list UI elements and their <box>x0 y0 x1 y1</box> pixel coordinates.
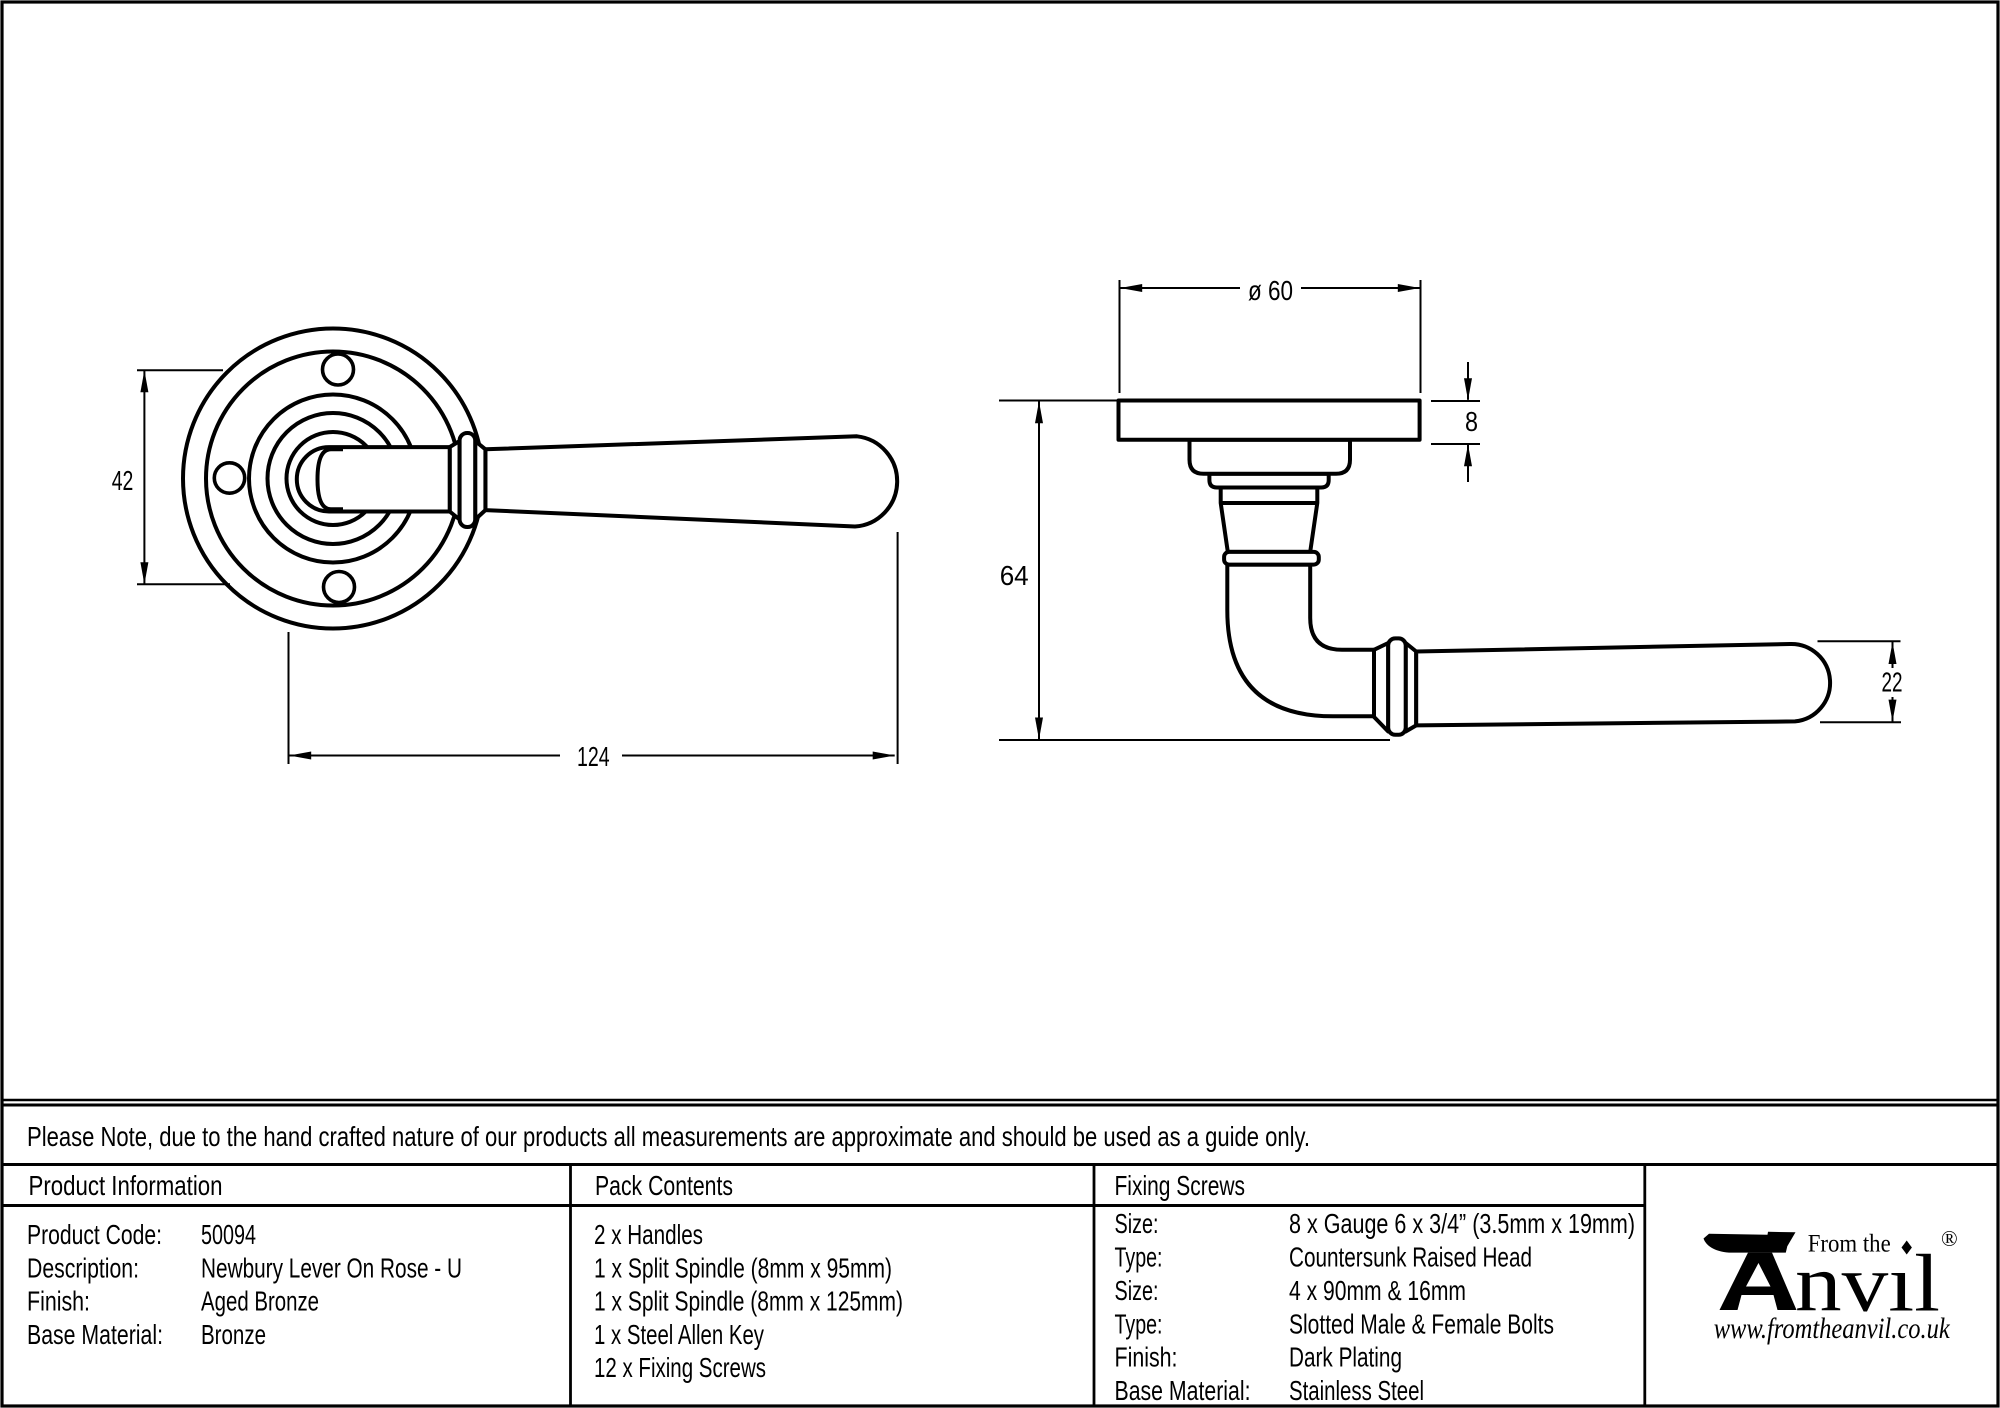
svg-text:8: 8 <box>1465 406 1478 437</box>
svg-text:Product Information: Product Information <box>29 1170 223 1201</box>
svg-text:Size:: Size: <box>1115 1208 1159 1239</box>
svg-text:Stainless Steel: Stainless Steel <box>1289 1375 1424 1406</box>
svg-text:Base Material:: Base Material: <box>1115 1375 1251 1406</box>
svg-text:Size:: Size: <box>1115 1275 1159 1306</box>
svg-text:Type:: Type: <box>1115 1242 1163 1273</box>
svg-text:Pack Contents: Pack Contents <box>595 1170 733 1201</box>
svg-text:Finish:: Finish: <box>1115 1342 1178 1373</box>
svg-text:Newbury Lever On Rose - U: Newbury Lever On Rose - U <box>201 1252 462 1283</box>
svg-text:Description:: Description: <box>27 1252 139 1283</box>
svg-text:Fixing Screws: Fixing Screws <box>1115 1170 1246 1201</box>
svg-text:Bronze: Bronze <box>201 1319 266 1350</box>
svg-text:®: ® <box>1941 1226 1958 1251</box>
svg-text:50094: 50094 <box>201 1219 256 1250</box>
svg-text:22: 22 <box>1882 667 1903 698</box>
svg-text:4 x 90mm & 16mm: 4 x 90mm & 16mm <box>1289 1275 1466 1306</box>
svg-text:ø 60: ø 60 <box>1248 275 1293 306</box>
svg-text:Finish:: Finish: <box>27 1286 90 1317</box>
svg-text:42: 42 <box>112 465 134 496</box>
svg-text:8 x Gauge 6 x 3/4” (3.5mm x 19: 8 x Gauge 6 x 3/4” (3.5mm x 19mm) <box>1289 1208 1635 1239</box>
svg-text:Type:: Type: <box>1115 1308 1163 1339</box>
svg-text:Base Material:: Base Material: <box>27 1319 163 1350</box>
svg-text:124: 124 <box>577 741 610 772</box>
svg-text:1 x Split Spindle (8mm x 125mm: 1 x Split Spindle (8mm x 125mm) <box>594 1286 903 1317</box>
svg-text:64: 64 <box>1000 560 1029 591</box>
svg-text:nvıl: nvıl <box>1795 1238 1940 1329</box>
svg-text:1 x Steel Allen Key: 1 x Steel Allen Key <box>594 1319 764 1350</box>
svg-text:Please Note, due to the hand c: Please Note, due to the hand crafted nat… <box>27 1121 1310 1152</box>
svg-text:12 x Fixing Screws: 12 x Fixing Screws <box>594 1352 766 1383</box>
svg-text:From the: From the <box>1808 1231 1891 1258</box>
svg-text:www.fromtheanvil.co.uk: www.fromtheanvil.co.uk <box>1714 1312 1951 1345</box>
svg-text:Product Code:: Product Code: <box>27 1219 162 1250</box>
svg-text:2 x Handles: 2 x Handles <box>594 1219 703 1250</box>
svg-text:Slotted Male & Female Bolts: Slotted Male & Female Bolts <box>1289 1308 1554 1339</box>
svg-text:Countersunk Raised Head: Countersunk Raised Head <box>1289 1242 1532 1273</box>
svg-text:Dark Plating: Dark Plating <box>1289 1342 1402 1373</box>
svg-text:1 x Split Spindle (8mm x 95mm): 1 x Split Spindle (8mm x 95mm) <box>594 1252 892 1283</box>
svg-text:Aged Bronze: Aged Bronze <box>201 1286 319 1317</box>
